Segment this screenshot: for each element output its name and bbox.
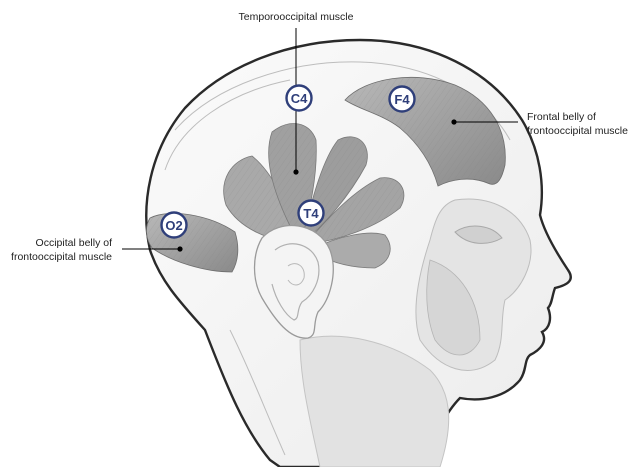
- svg-text:O2: O2: [165, 218, 182, 233]
- electrode-f4-badge: F4: [390, 87, 415, 112]
- svg-text:T4: T4: [303, 206, 319, 221]
- occipital-label-line2: frontooccipital muscle: [11, 251, 112, 263]
- electrode-t4-badge: T4: [299, 201, 324, 226]
- frontal-label-line1: Frontal belly of: [527, 111, 596, 123]
- electrode-c4-badge: C4: [287, 86, 312, 111]
- svg-text:F4: F4: [394, 92, 410, 107]
- temporooccipital-label: Temporooccipital muscle: [239, 11, 354, 23]
- occipital-label-line1: Occipital belly of: [36, 237, 113, 249]
- occipital-leader-dot: [177, 246, 182, 251]
- frontal-label-line2: frontooccipital muscle: [527, 125, 628, 137]
- electrode-o2-badge: O2: [162, 213, 187, 238]
- svg-text:C4: C4: [291, 91, 308, 106]
- frontal-leader-dot: [451, 119, 456, 124]
- temporooccipital-leader-dot: [293, 169, 298, 174]
